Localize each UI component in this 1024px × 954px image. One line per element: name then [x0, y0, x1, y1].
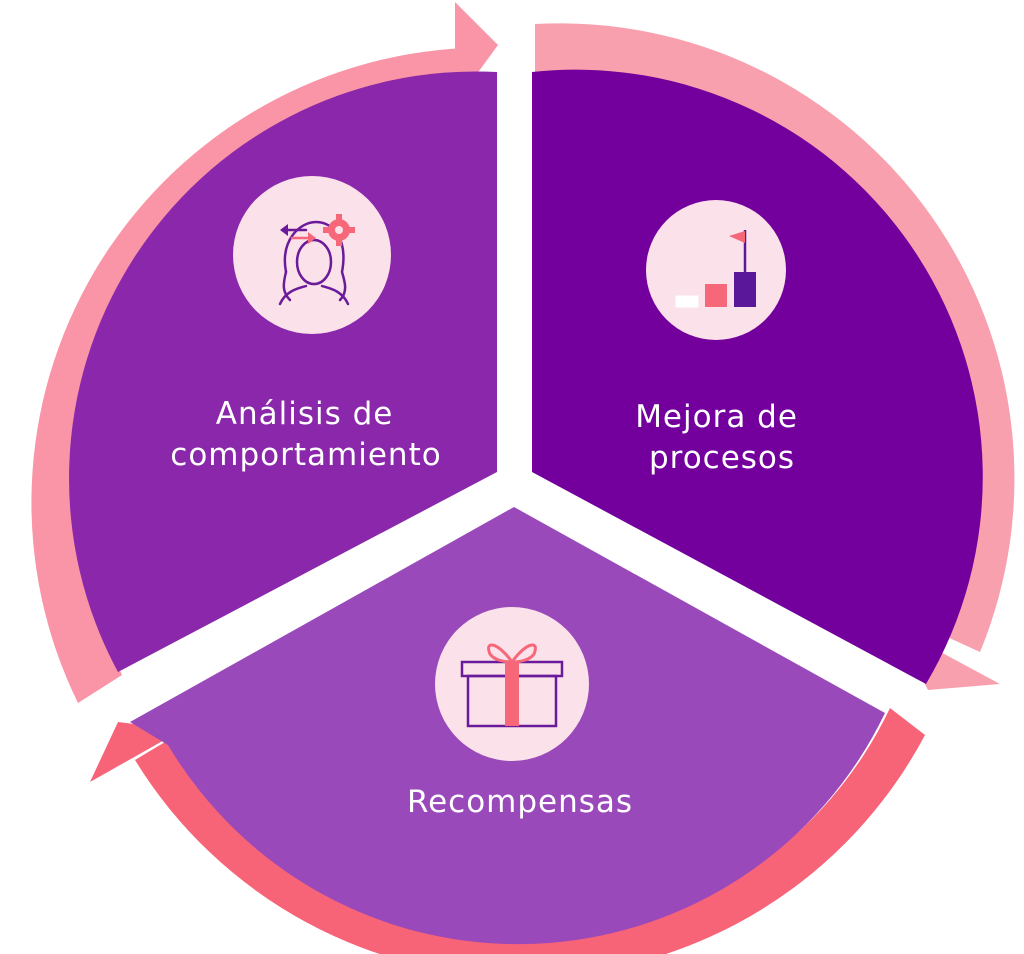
- icon-circle-mejora: [646, 200, 786, 340]
- segment-analisis: Análisis de comportamiento: [69, 71, 497, 672]
- arrow-right-arc: [535, 23, 1015, 653]
- segment-recompensas: Recompensas: [130, 507, 885, 945]
- icon-circle-analisis: [233, 176, 391, 334]
- process-improvement-icon: [675, 230, 756, 308]
- segment-recompensas-label: Recompensas: [407, 784, 633, 820]
- arrow-left-arc: [31, 48, 465, 703]
- gear-icon: [323, 214, 355, 246]
- segment-mejora-label: Mejora de procesos: [635, 399, 809, 476]
- segment-mejora-shape: [532, 69, 983, 684]
- segment-mejora: Mejora de procesos: [532, 69, 983, 684]
- segment-analisis-shape: [69, 71, 497, 672]
- gift-icon: [460, 643, 564, 728]
- segment-analisis-label: Análisis de comportamiento: [170, 396, 441, 473]
